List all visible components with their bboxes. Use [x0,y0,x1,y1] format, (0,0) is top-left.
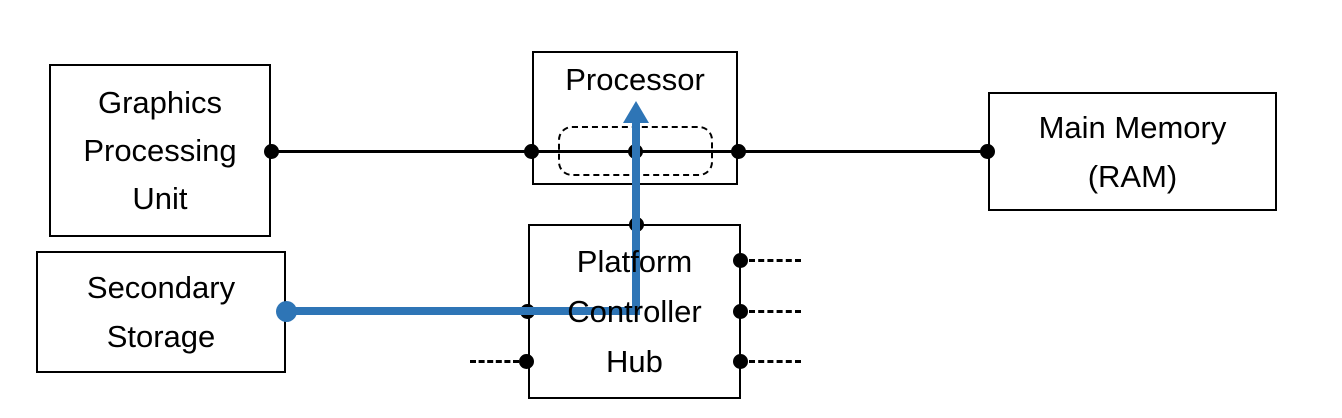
pch-label: Platform Controller Hub [567,243,702,379]
gpu-label: Graphics Processing Unit [83,84,237,216]
pch-node: Platform Controller Hub [528,224,741,399]
junction-dot [980,144,995,159]
junction-dot [264,144,279,159]
processor-label: Processor [565,62,705,97]
junction-dot [733,253,748,268]
secondary-storage-node: Secondary Storage [36,251,286,373]
junction-dot [519,354,534,369]
junction-dot [731,144,746,159]
peripheral-stub-right-2 [749,310,801,313]
peripheral-stub-right-3 [749,360,801,363]
data-path-arrowhead [623,101,649,123]
main-memory-node: Main Memory (RAM) [988,92,1277,211]
junction-dot [524,144,539,159]
gpu-node: Graphics Processing Unit [49,64,271,237]
main-memory-label: Main Memory (RAM) [1038,109,1227,194]
data-path-horizontal [286,307,640,315]
data-path-vertical [632,120,640,315]
peripheral-stub-right-1 [749,259,801,262]
peripheral-stub-left [470,360,519,363]
junction-dot [733,354,748,369]
secondary-storage-label: Secondary Storage [86,270,236,354]
junction-dot [733,304,748,319]
